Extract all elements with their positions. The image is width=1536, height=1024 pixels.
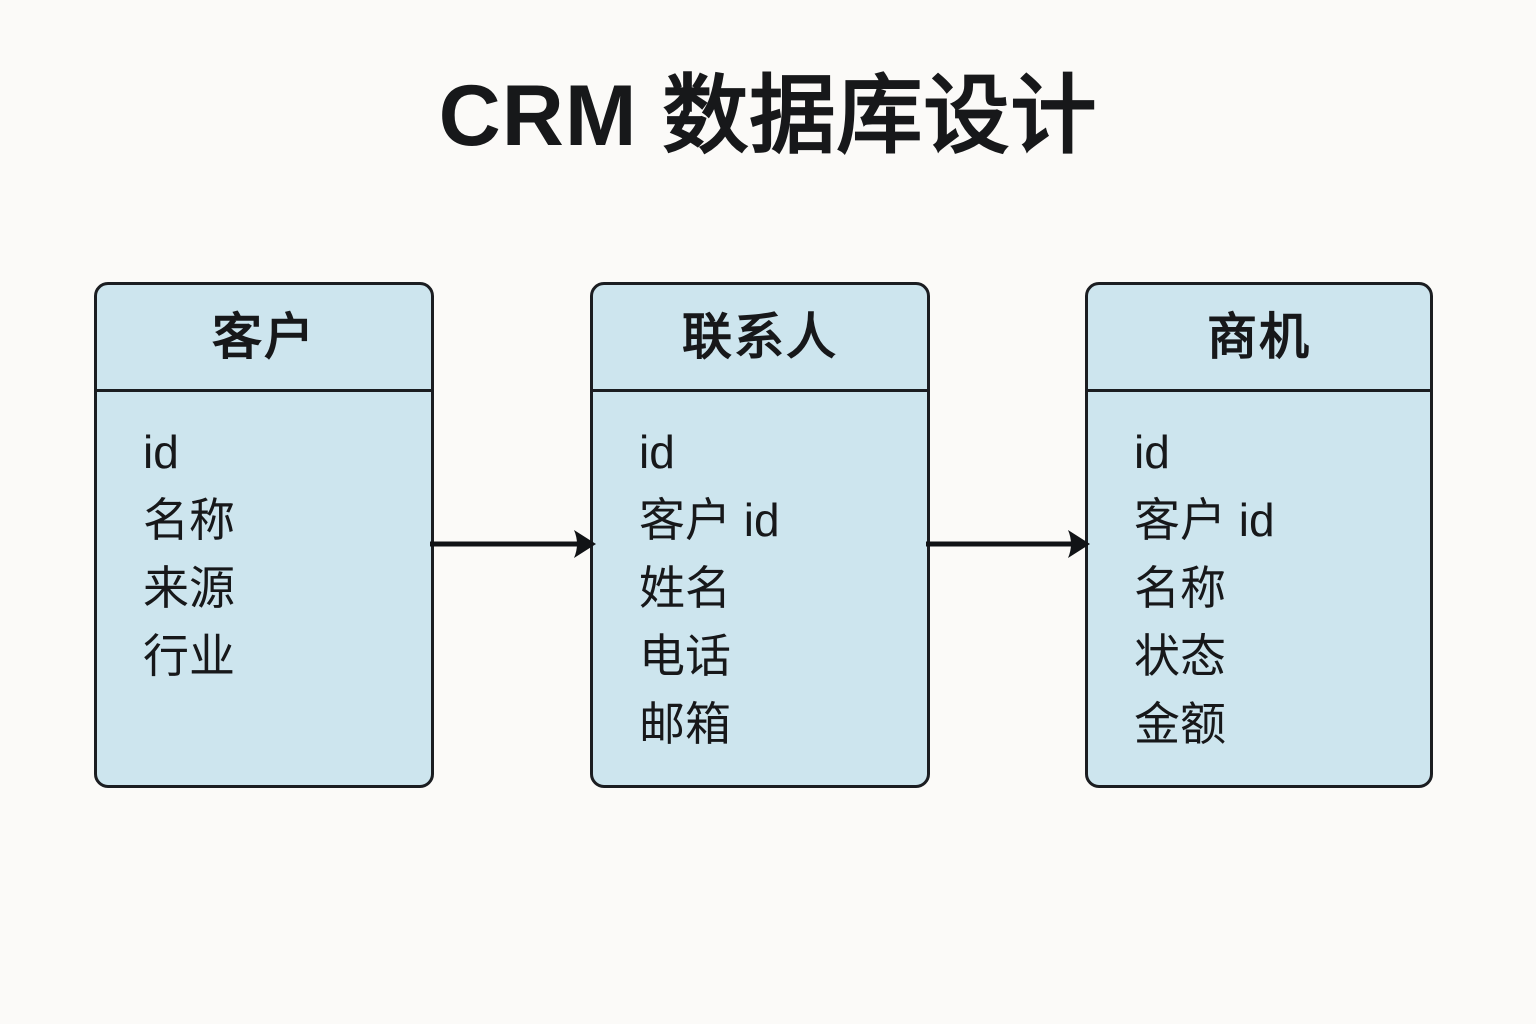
entity-field: id	[143, 426, 179, 478]
entity-field: 邮箱	[639, 698, 731, 750]
entity-title: 商机	[1207, 309, 1311, 365]
entity-field: 客户 id	[639, 494, 780, 546]
entity-field: 行业	[143, 630, 235, 682]
entity-header: 客户	[97, 285, 431, 392]
arrow-right-icon-customer-to-contact	[430, 530, 596, 558]
entity-field: 名称	[143, 494, 235, 546]
page-title: CRM 数据库设计	[438, 68, 1098, 164]
entity-field: 电话	[639, 630, 731, 682]
entity-field: id	[1134, 426, 1170, 478]
entity-box-customer[interactable]: 客户 id 名称 来源 行业	[94, 282, 434, 788]
entity-field-list: id 名称 来源 行业	[97, 392, 431, 785]
entity-box-contact[interactable]: 联系人 id 客户 id 姓名 电话 邮箱	[590, 282, 930, 788]
entity-field: 来源	[143, 562, 235, 614]
entity-field: 客户 id	[1134, 494, 1275, 546]
entity-field: 姓名	[639, 562, 731, 614]
entity-field: id	[639, 426, 675, 478]
entity-title: 联系人	[682, 309, 838, 365]
entity-field-list: id 客户 id 名称 状态 金额	[1088, 392, 1430, 785]
entity-header: 商机	[1088, 285, 1430, 392]
entity-field: 金额	[1134, 698, 1226, 750]
entity-title: 客户	[212, 309, 316, 365]
entity-box-opportunity[interactable]: 商机 id 客户 id 名称 状态 金额	[1085, 282, 1433, 788]
entity-field: 名称	[1134, 562, 1226, 614]
arrow-right-icon-contact-to-opportunity	[926, 530, 1090, 558]
entity-field-list: id 客户 id 姓名 电话 邮箱	[593, 392, 927, 785]
entity-header: 联系人	[593, 285, 927, 392]
entity-field: 状态	[1134, 630, 1226, 682]
